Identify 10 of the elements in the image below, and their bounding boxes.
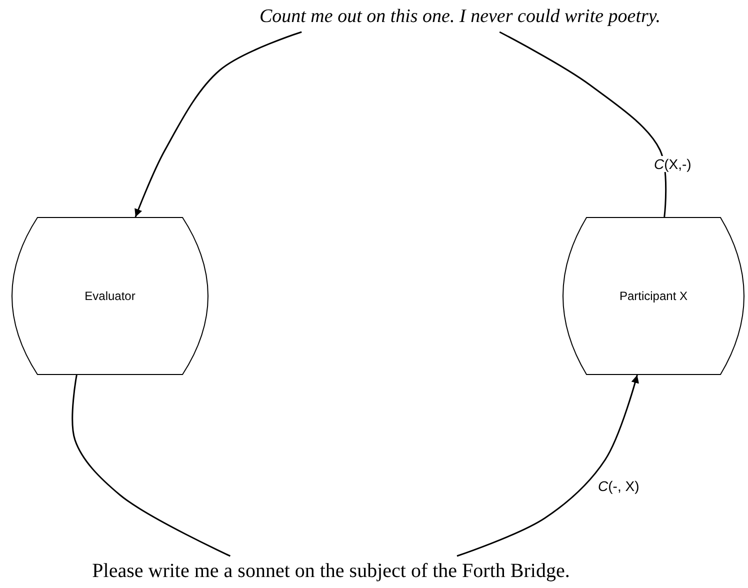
- arrow: [456, 374, 639, 557]
- arrow: [134, 31, 302, 218]
- terminal-shape: [12, 217, 208, 375]
- terminal-shape: [563, 217, 744, 375]
- node-label: Evaluator: [84, 289, 136, 303]
- message-text: Count me out on this one. I never could write poetry.: [259, 6, 661, 28]
- edge-label: C(X,-): [653, 156, 692, 172]
- edge-label: C(-, X): [597, 478, 640, 494]
- node-label: Participant X: [619, 289, 688, 303]
- message-text: Please write me a sonnet on the subject of the Forth Bridge.: [92, 560, 570, 582]
